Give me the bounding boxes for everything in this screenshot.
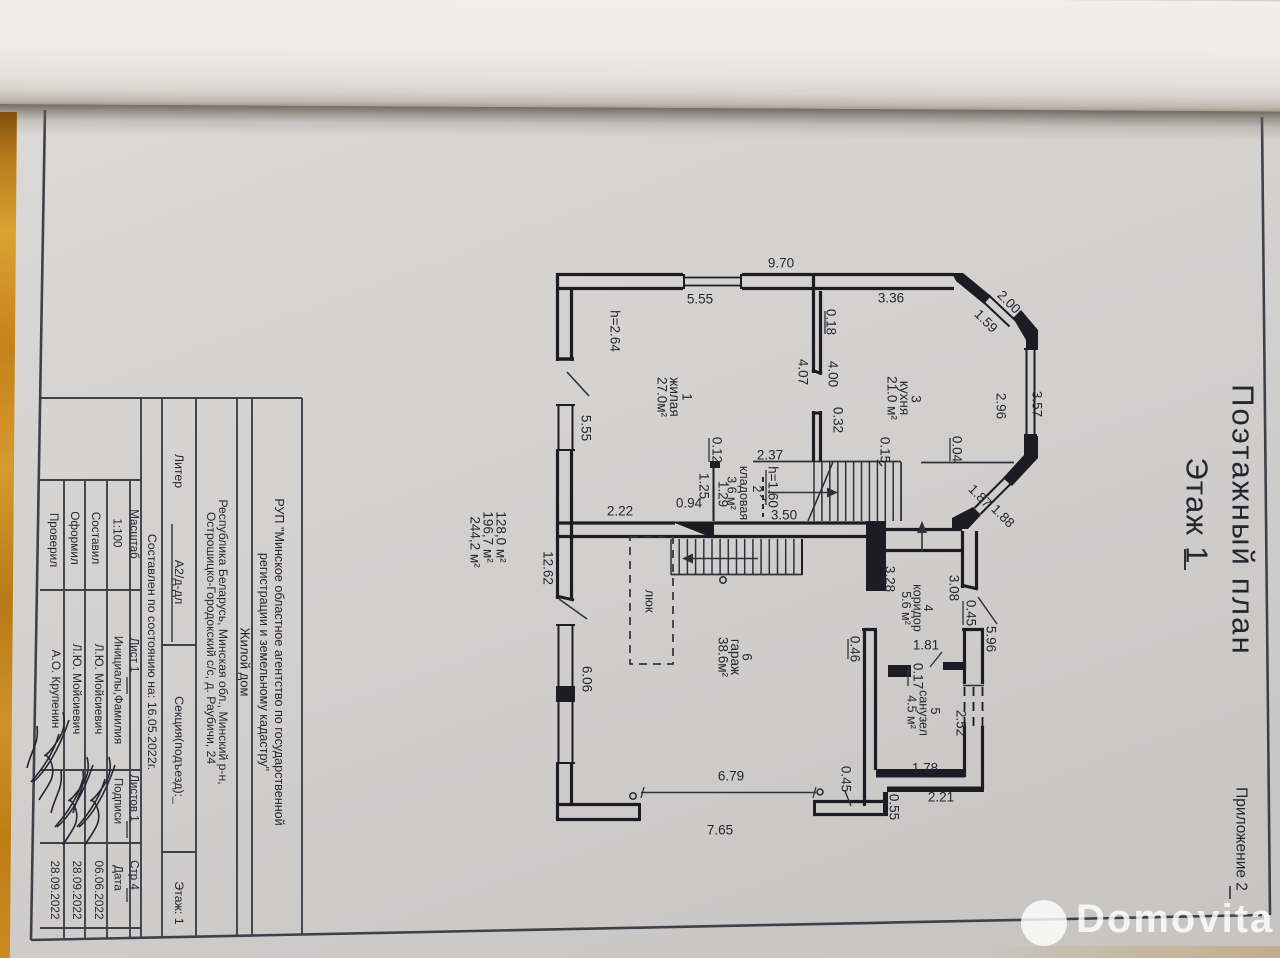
svg-text:Дата: Дата — [112, 865, 125, 891]
svg-text:0.12: 0.12 — [710, 437, 725, 463]
svg-text:Составил: Составил — [89, 512, 103, 565]
svg-text:А2/д-дл: А2/д-дл — [172, 560, 186, 604]
svg-text:h=2.64: h=2.64 — [608, 310, 623, 352]
svg-text:Жилой дом: Жилой дом — [238, 628, 253, 697]
svg-text:2.52: 2.52 — [954, 710, 969, 736]
svg-text:128,0 м²: 128,0 м² — [494, 511, 509, 563]
svg-text:Этаж 1: Этаж 1 — [1180, 457, 1215, 564]
svg-text:3.57: 3.57 — [1030, 391, 1045, 417]
svg-text:Секция(подъезд):_: Секция(подъезд):_ — [172, 696, 186, 805]
svg-text:люк: люк — [643, 589, 658, 612]
svg-text:0.18: 0.18 — [824, 309, 839, 335]
svg-text:Листов 1: Листов 1 — [128, 774, 141, 821]
svg-text:4.00: 4.00 — [826, 361, 841, 387]
svg-text:06.06.2022: 06.06.2022 — [92, 860, 106, 919]
svg-text:3: 3 — [909, 395, 924, 403]
svg-text:196,7 м²: 196,7 м² — [481, 511, 496, 563]
svg-text:1.81: 1.81 — [913, 638, 939, 653]
svg-text:6: 6 — [740, 653, 755, 661]
svg-text:4.5 м²: 4.5 м² — [905, 695, 919, 729]
svg-text:коридор: коридор — [911, 584, 925, 632]
svg-text:Л.Ю. Мойсиевич: Л.Ю. Мойсиевич — [92, 644, 106, 735]
svg-text:РУП "Минское областное агентст: РУП "Минское областное агентство по госу… — [272, 498, 286, 825]
svg-text:Стр 4: Стр 4 — [128, 860, 141, 890]
svg-text:2.96: 2.96 — [994, 393, 1009, 419]
svg-text:0.17: 0.17 — [911, 663, 926, 689]
svg-text:3.6 м²: 3.6 м² — [725, 476, 739, 510]
svg-text:2.21: 2.21 — [928, 790, 954, 805]
svg-text:Литер: Литер — [172, 454, 186, 488]
svg-text:Подписи: Подписи — [112, 778, 125, 824]
svg-text:4: 4 — [921, 605, 935, 612]
svg-text:А.О. Крупенин: А.О. Крупенин — [49, 650, 63, 729]
svg-text:4.07: 4.07 — [796, 359, 811, 385]
svg-text:0.45: 0.45 — [964, 600, 979, 626]
svg-text:регистрации и земельному кадас: регистрации и земельному кадастру" — [257, 553, 271, 771]
svg-text:1.25: 1.25 — [697, 473, 712, 499]
svg-text:Проверил: Проверил — [47, 513, 61, 567]
svg-text:1:100: 1:100 — [111, 518, 124, 547]
svg-text:0.32: 0.32 — [831, 407, 846, 433]
svg-text:3.08: 3.08 — [947, 575, 962, 601]
svg-text:1.59: 1.59 — [971, 306, 1000, 335]
svg-text:9.70: 9.70 — [768, 256, 794, 271]
svg-text:12.62: 12.62 — [541, 551, 556, 585]
svg-text:Поэтажный план: Поэтажный план — [1226, 384, 1261, 656]
svg-text:38.6м²: 38.6м² — [716, 637, 731, 678]
svg-text:кладовая: кладовая — [737, 466, 751, 520]
svg-text:Л.Ю. Мойсиевич: Л.Ю. Мойсиевич — [70, 644, 84, 735]
svg-text:0.04: 0.04 — [950, 436, 965, 463]
svg-text:7.65: 7.65 — [707, 823, 733, 838]
svg-text:жилая: жилая — [667, 377, 682, 416]
svg-text:244,2 м²: 244,2 м² — [468, 516, 483, 568]
svg-text:5.55: 5.55 — [579, 415, 594, 441]
svg-text:1.78: 1.78 — [912, 761, 938, 776]
svg-text:Приложение 2: Приложение 2 — [1233, 787, 1250, 891]
svg-text:гараж: гараж — [728, 639, 743, 675]
svg-text:Лист 1: Лист 1 — [128, 638, 141, 673]
svg-text:0.45: 0.45 — [839, 766, 854, 792]
svg-text:0.55: 0.55 — [887, 794, 902, 820]
svg-text:3.50: 3.50 — [771, 508, 797, 523]
svg-text:5: 5 — [928, 708, 942, 715]
svg-text:Этаж: 1: Этаж: 1 — [172, 881, 186, 925]
svg-text:27.0м²: 27.0м² — [655, 377, 670, 418]
svg-text:3.28: 3.28 — [883, 566, 898, 592]
svg-text:0.94: 0.94 — [676, 496, 703, 511]
svg-text:28.09.2022: 28.09.2022 — [48, 860, 62, 919]
svg-text:3.36: 3.36 — [878, 291, 904, 306]
svg-text:2: 2 — [750, 486, 764, 493]
svg-text:Оформил: Оформил — [68, 511, 82, 565]
svg-text:21.0 м²: 21.0 м² — [885, 376, 900, 420]
svg-text:Республика Беларусь, Минская о: Республика Беларусь, Минская обл., Минск… — [216, 499, 230, 784]
svg-text:0.15: 0.15 — [878, 437, 893, 463]
svg-text:кухня: кухня — [897, 381, 912, 415]
svg-text:5.6 м²: 5.6 м² — [899, 591, 913, 625]
svg-text:1.29: 1.29 — [716, 481, 731, 507]
svg-text:6.79: 6.79 — [718, 769, 744, 784]
svg-text:6.06: 6.06 — [580, 666, 595, 692]
svg-text:2.22: 2.22 — [607, 504, 633, 519]
svg-text:h=1.60: h=1.60 — [766, 466, 781, 508]
svg-text:Составлен по состоянию на: 16.: Составлен по состоянию на: 16.05.2022г. — [145, 534, 159, 770]
svg-text:5.55: 5.55 — [687, 292, 713, 307]
svg-text:5.96: 5.96 — [984, 626, 999, 652]
svg-text:0.46: 0.46 — [848, 636, 863, 662]
svg-text:Масштаб: Масштаб — [128, 509, 141, 559]
svg-text:1.87: 1.87 — [965, 481, 994, 510]
svg-text:Острошицко-Городокский с/с, д.: Острошицко-Городокский с/с, д. Раубичи, … — [204, 512, 218, 765]
svg-text:28.09.2022: 28.09.2022 — [70, 860, 84, 919]
svg-text:Инициалы,Фамилия: Инициалы,Фамилия — [112, 636, 125, 744]
svg-text:санузел: санузел — [917, 690, 931, 736]
svg-text:1: 1 — [680, 393, 695, 401]
svg-text:1.88: 1.88 — [988, 501, 1017, 530]
svg-text:2.37: 2.37 — [757, 448, 783, 463]
